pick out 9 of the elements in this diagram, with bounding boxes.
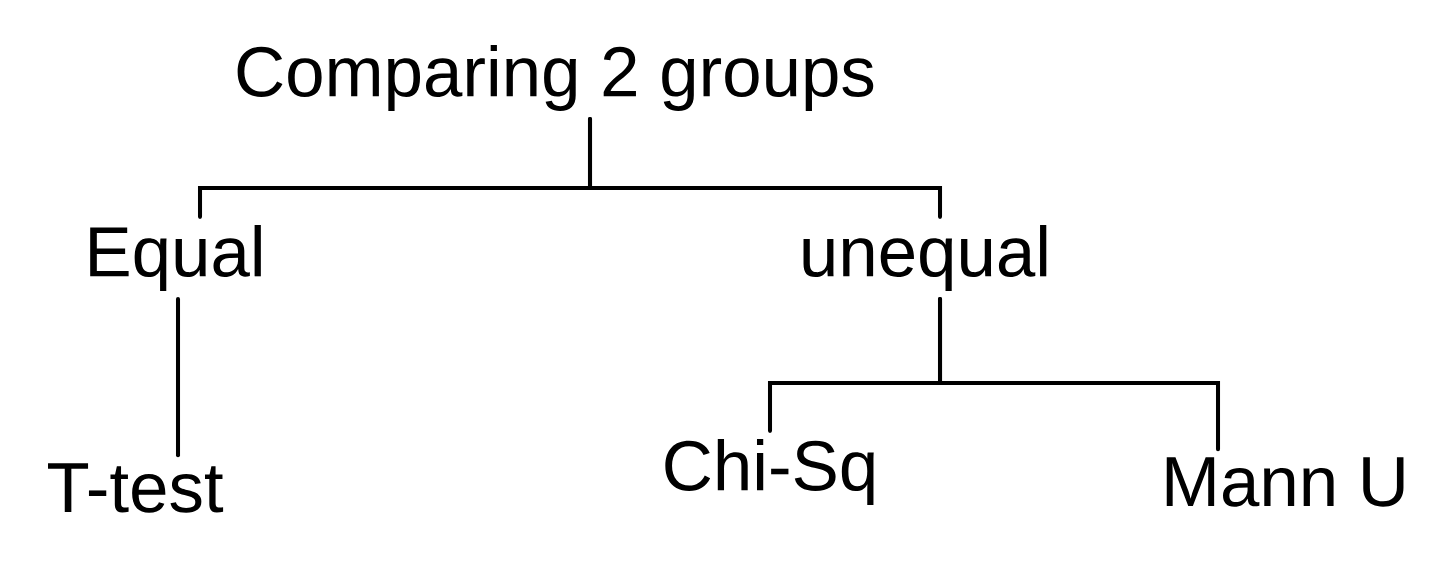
node-label: Equal <box>90 225 261 291</box>
node-label: Mann U <box>1166 457 1404 507</box>
node-label: Comparing 2 groups <box>237 45 874 111</box>
connector-line <box>588 117 943 219</box>
node-label: T-test <box>48 463 224 513</box>
node-label: Chi-Sq <box>665 439 874 505</box>
connector-line <box>176 297 181 458</box>
node-label: unequal <box>803 225 1047 291</box>
connector-line <box>938 297 1221 452</box>
